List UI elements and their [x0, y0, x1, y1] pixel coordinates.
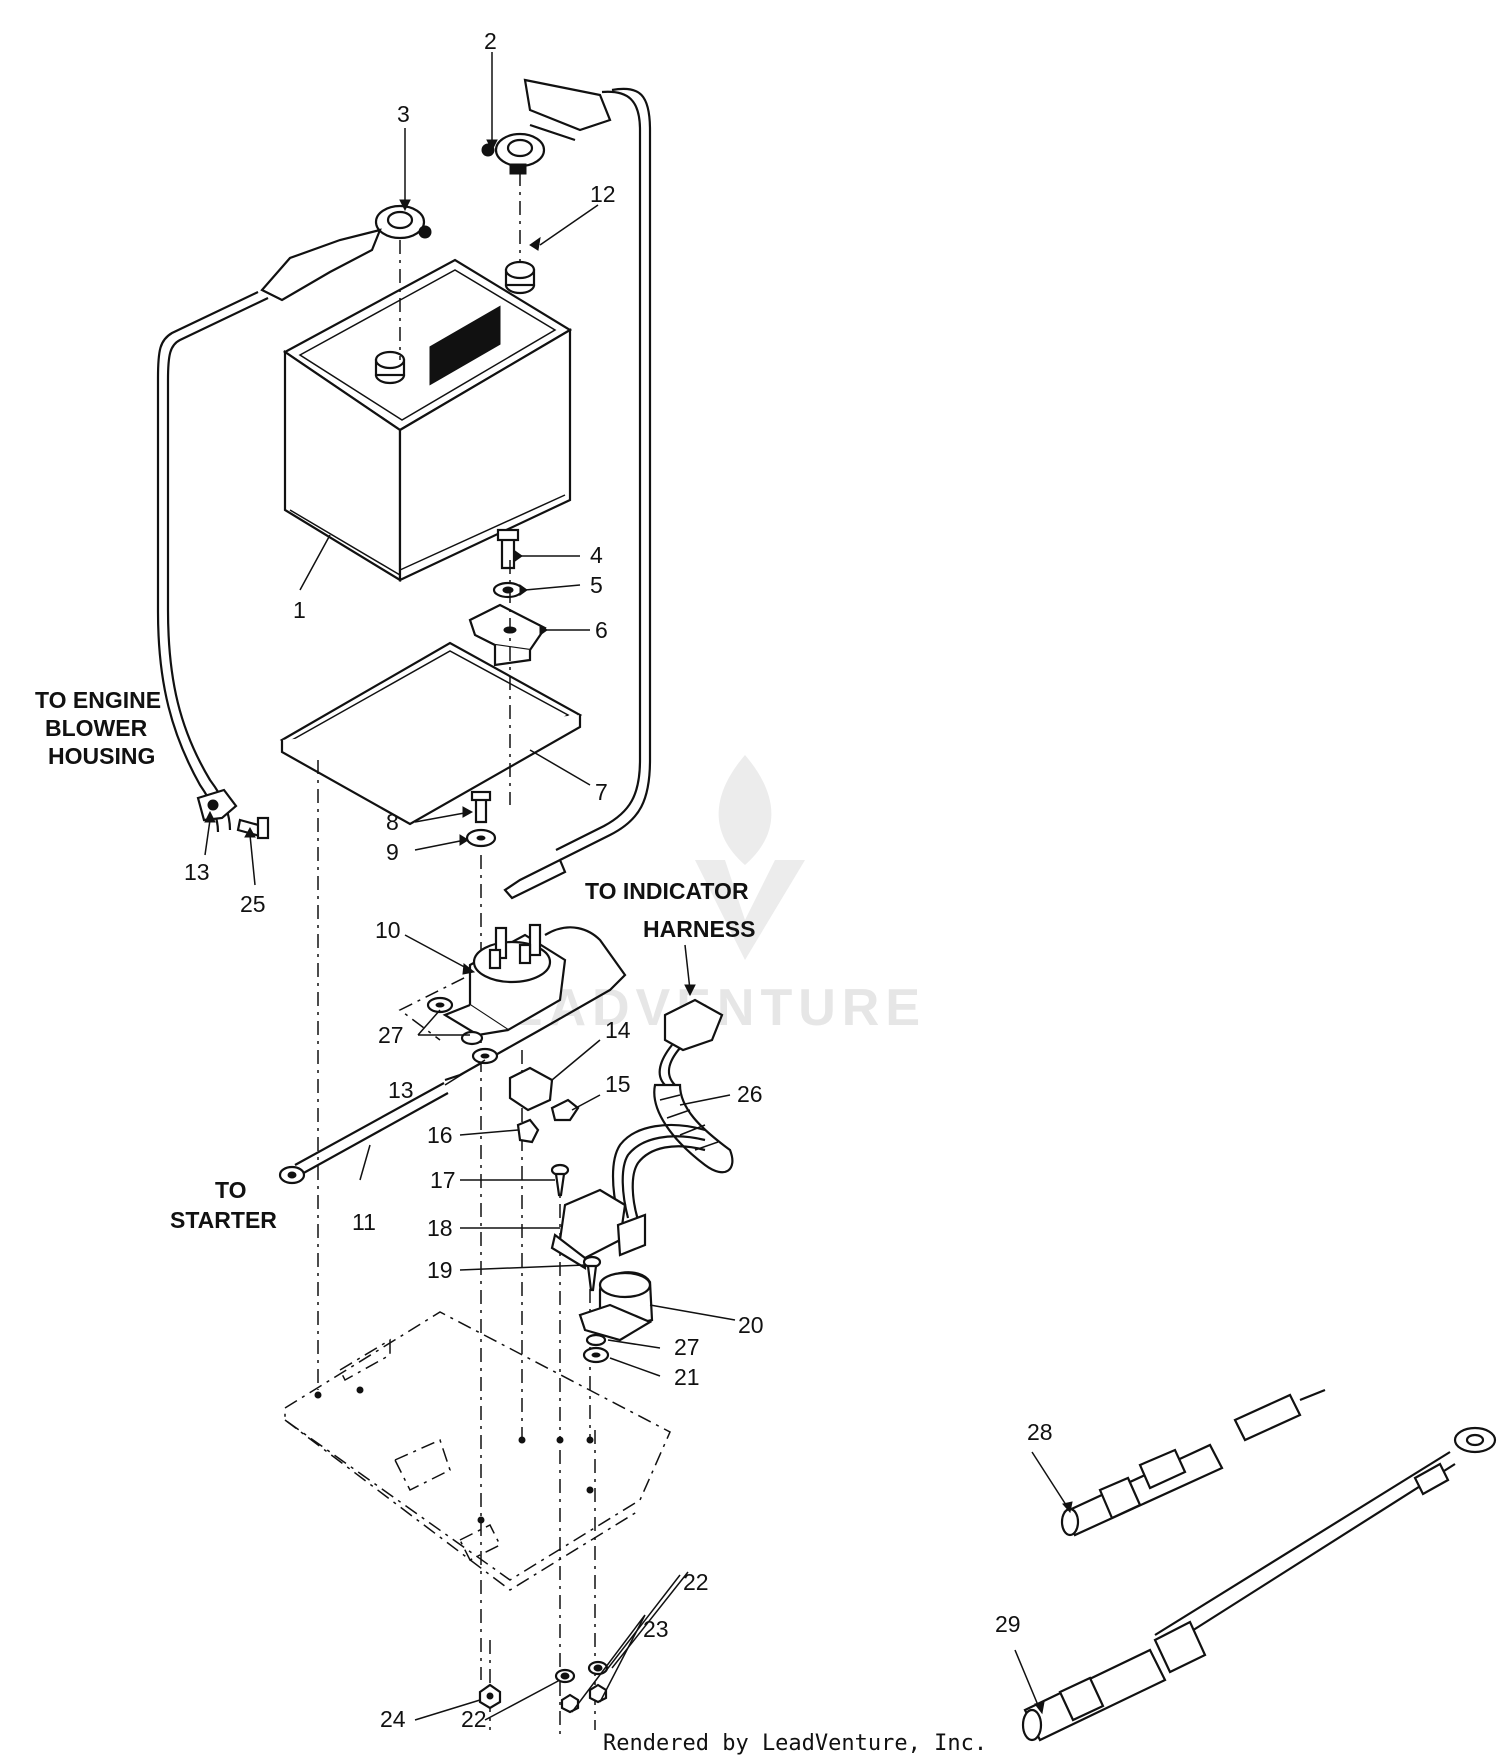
solenoid-10[interactable] — [442, 923, 567, 1037]
callout-indicator-harness: TO INDICATOR HARNESS — [585, 878, 755, 942]
callout-engine-line1: TO ENGINE — [35, 687, 161, 713]
part-number-labels: 2 3 12 4 5 1 6 7 8 9 13 25 10 27 14 13 1… — [184, 28, 1053, 1732]
label-7: 7 — [595, 779, 608, 805]
label-19: 19 — [427, 1257, 453, 1283]
lock-washer-27-upper[interactable] — [426, 996, 454, 1014]
label-12: 12 — [590, 181, 616, 207]
screw-17[interactable] — [550, 1163, 570, 1197]
label-18: 18 — [427, 1215, 453, 1241]
battery-post-negative — [374, 350, 406, 385]
module-20[interactable] — [578, 1271, 654, 1342]
callout-engine-blower-housing: TO ENGINE BLOWER HOUSING — [35, 687, 161, 769]
battery-tray-7[interactable] — [279, 641, 583, 826]
watermark-v-icon — [695, 860, 805, 960]
lock-washer-27-lower[interactable] — [460, 1030, 484, 1046]
bolt-8[interactable] — [470, 790, 492, 824]
leader-lines — [204, 52, 1069, 1721]
terminal-clamp-2[interactable] — [481, 123, 576, 175]
nut-23-left[interactable] — [560, 1693, 580, 1714]
callout-engine-line3: HOUSING — [48, 743, 155, 769]
callout-starter: TO STARTER — [170, 1177, 277, 1233]
watermark-flame-icon — [718, 755, 772, 865]
terminal-clamp-3[interactable] — [374, 204, 432, 240]
label-27-upper: 27 — [378, 1022, 404, 1048]
callout-starter-line2: STARTER — [170, 1207, 277, 1233]
callout-starter-line1: TO — [215, 1177, 247, 1203]
label-20: 20 — [738, 1312, 764, 1338]
label-3: 3 — [397, 101, 410, 127]
label-29: 29 — [995, 1611, 1021, 1637]
washer-5[interactable] — [492, 581, 524, 599]
nut-22-left[interactable] — [554, 1668, 576, 1684]
battery-post-positive — [504, 260, 536, 295]
ground-clamp-13[interactable] — [196, 788, 238, 822]
lock-washer-27-module[interactable] — [585, 1333, 607, 1347]
nut-24[interactable] — [478, 1683, 502, 1710]
callout-engine-line2: BLOWER — [45, 715, 148, 741]
cable-11[interactable] — [278, 1082, 449, 1185]
connector-15[interactable] — [550, 1098, 580, 1122]
solenoid-wire — [444, 926, 627, 1082]
label-13-upper: 13 — [184, 859, 210, 885]
clip-16[interactable] — [516, 1118, 540, 1144]
lead-29[interactable] — [1021, 1426, 1497, 1742]
label-23: 23 — [643, 1616, 669, 1642]
label-21: 21 — [674, 1364, 700, 1390]
label-2: 2 — [484, 28, 497, 54]
label-5: 5 — [590, 572, 603, 598]
lead-28[interactable] — [1060, 1388, 1326, 1537]
label-16: 16 — [427, 1122, 453, 1148]
harness-sleeve-26[interactable] — [653, 1083, 734, 1174]
label-11: 11 — [352, 1209, 376, 1235]
screw-19[interactable] — [582, 1255, 602, 1292]
module-18[interactable] — [550, 1188, 647, 1270]
switch-14[interactable] — [508, 1066, 554, 1112]
label-27-lower: 27 — [674, 1334, 700, 1360]
module-wires — [611, 1123, 706, 1216]
label-15: 15 — [605, 1071, 631, 1097]
label-1: 1 — [293, 597, 306, 623]
label-28: 28 — [1027, 1419, 1053, 1445]
label-22-right: 22 — [683, 1569, 709, 1595]
label-26: 26 — [737, 1081, 763, 1107]
nut-13[interactable] — [471, 1047, 499, 1065]
cable-12[interactable] — [503, 78, 652, 900]
callout-indicator-line1: TO INDICATOR — [585, 878, 749, 904]
label-8: 8 — [386, 809, 399, 835]
label-14: 14 — [605, 1017, 631, 1043]
footer-credit: Rendered by LeadVenture, Inc. — [603, 1731, 987, 1756]
label-13-lower: 13 — [388, 1077, 414, 1103]
label-10: 10 — [375, 917, 401, 943]
washer-9[interactable] — [465, 828, 497, 848]
mounting-plate — [284, 1311, 671, 1591]
label-6: 6 — [595, 617, 608, 643]
leader-arrowheads — [204, 139, 1073, 1715]
label-22-left: 22 — [461, 1706, 487, 1732]
callout-indicator-line2: HARNESS — [643, 916, 755, 942]
label-4: 4 — [590, 542, 603, 568]
hold-down-bracket-6[interactable] — [468, 603, 547, 667]
label-25: 25 — [240, 891, 266, 917]
battery-1[interactable] — [282, 258, 573, 582]
label-9: 9 — [386, 839, 399, 865]
indicator-harness-connector[interactable] — [658, 998, 724, 1086]
label-24: 24 — [380, 1706, 406, 1732]
label-17: 17 — [430, 1167, 456, 1193]
washer-21[interactable] — [582, 1346, 610, 1364]
bolt-4[interactable] — [496, 528, 520, 570]
